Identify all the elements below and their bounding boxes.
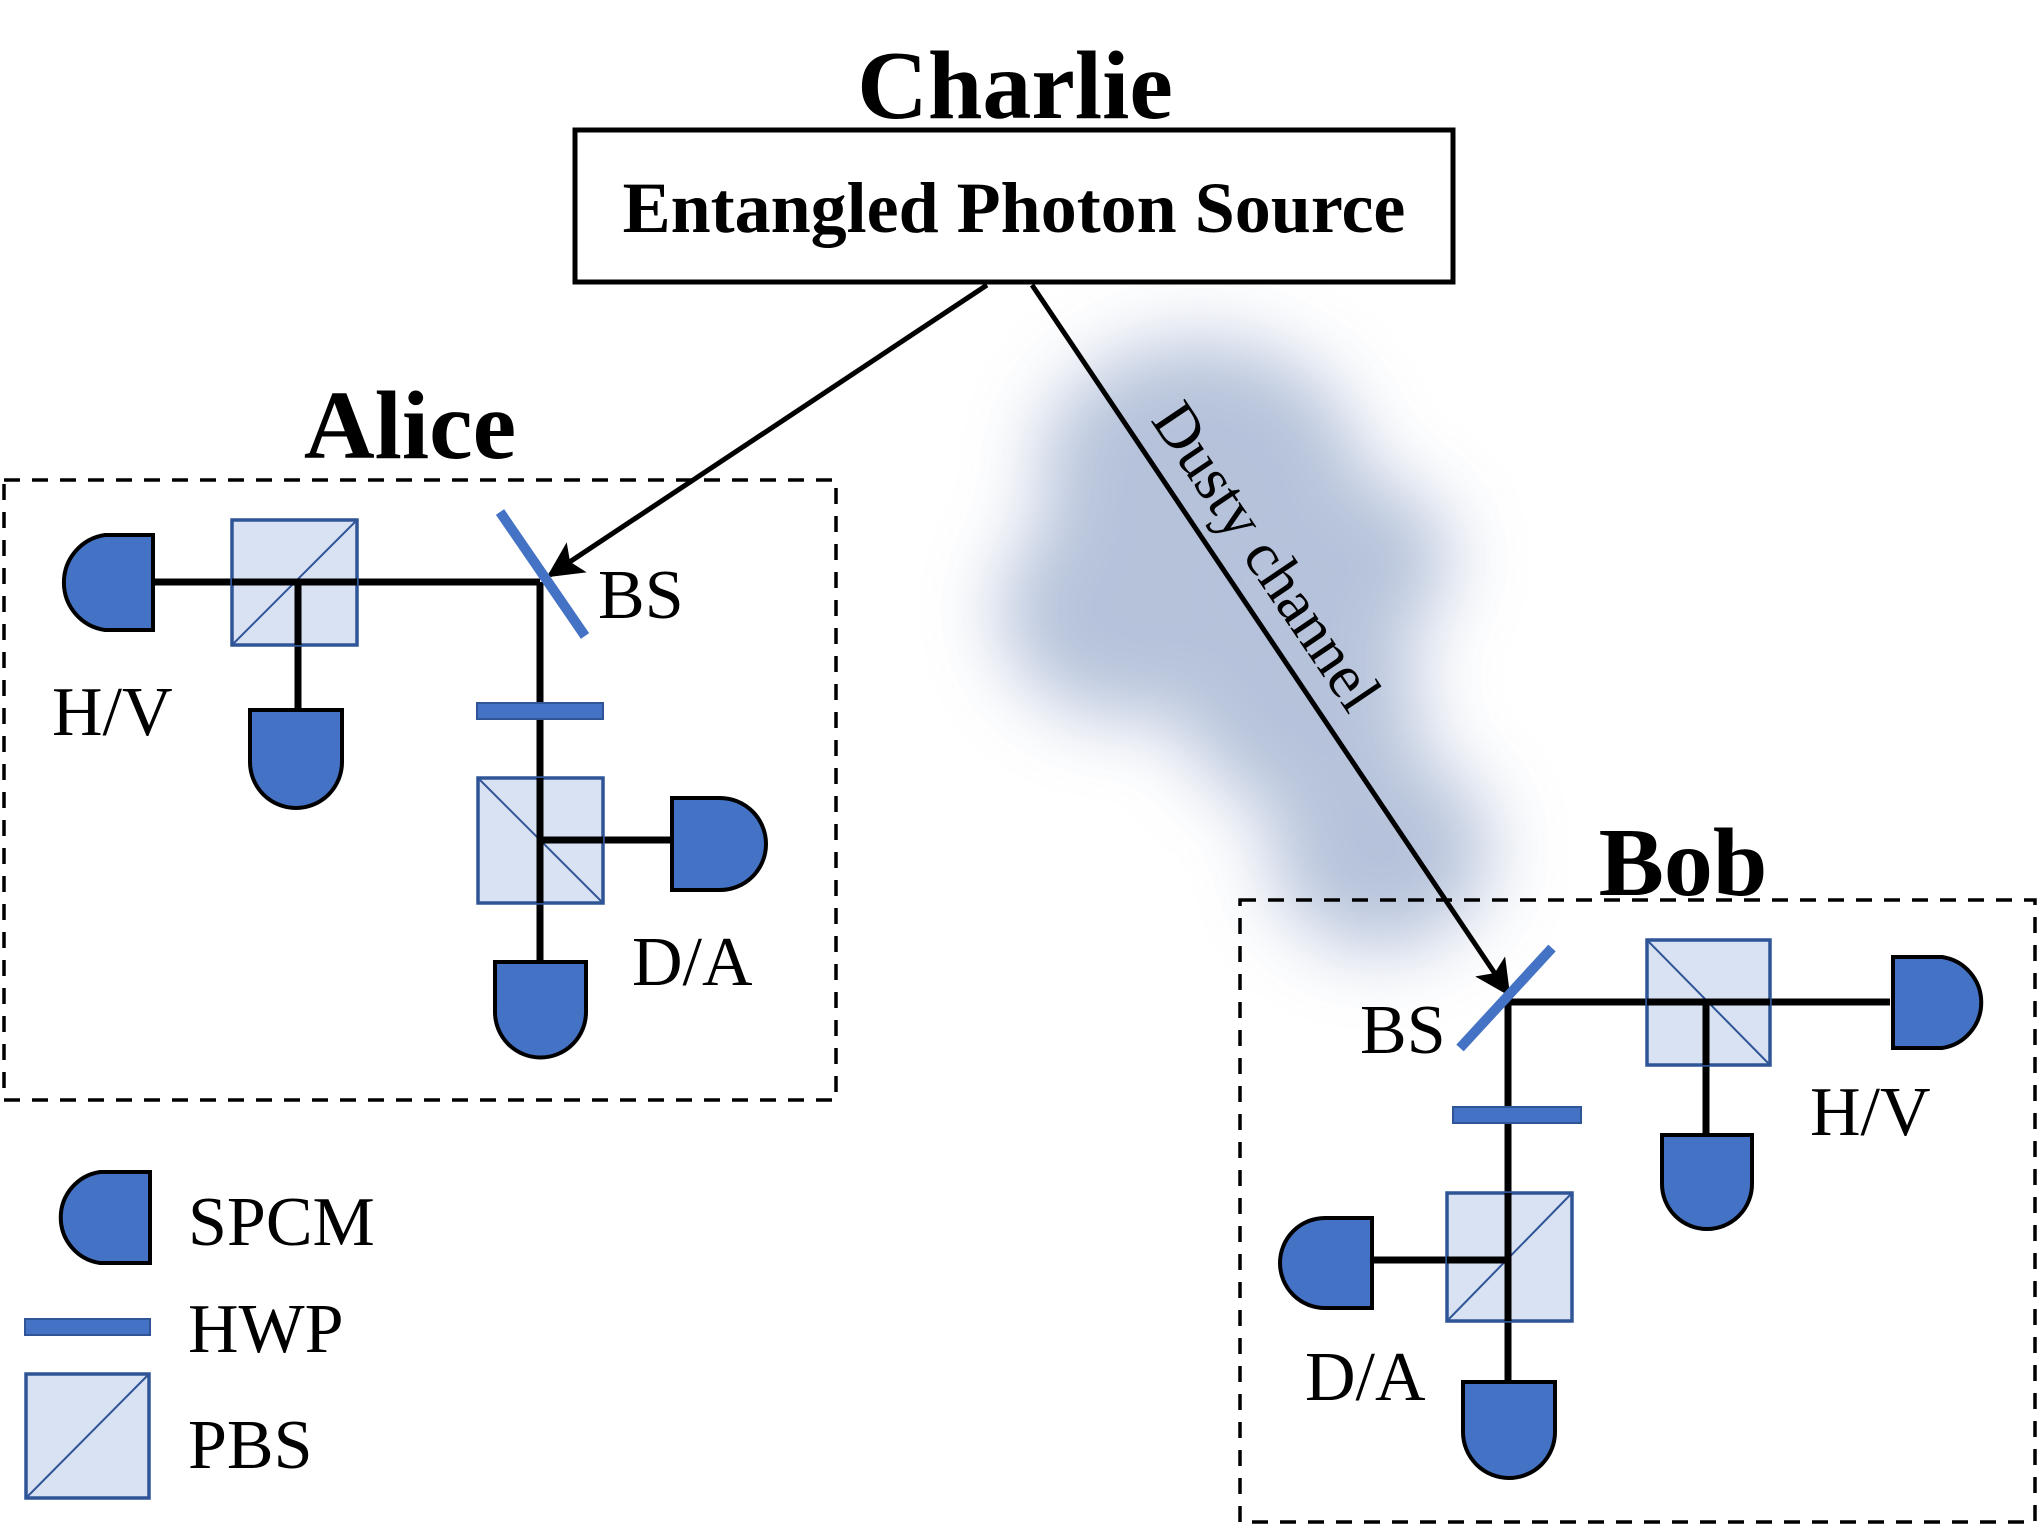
bob-detector-d [1278, 1216, 1374, 1310]
alice-bs-label: BS [598, 557, 684, 634]
legend-pbs-icon [24, 1372, 151, 1500]
alice-beam-splitter [495, 509, 590, 639]
alice-detector-a [493, 960, 588, 1060]
bob-detector-h [1891, 955, 1984, 1050]
alice-detector-d [670, 796, 768, 892]
alice-photon-path [546, 282, 989, 578]
bob-half-wave-plate [1452, 1106, 1582, 1124]
alice-detector-h [61, 533, 155, 632]
legend-hwp-icon [24, 1318, 151, 1336]
bob-beam-splitter [1456, 944, 1556, 1052]
bob-detector-a [1461, 1380, 1557, 1480]
charlie-title: Charlie [857, 32, 1173, 140]
alice-half-wave-plate [476, 702, 604, 720]
entangled-photon-source-label: Entangled Photon Source [623, 168, 1406, 248]
legend-pbs-label: PBS [188, 1407, 313, 1484]
bob-box [1238, 898, 2037, 1524]
entangled-photon-source-box [572, 127, 1456, 285]
legend-spcm-label: SPCM [188, 1184, 375, 1261]
bob-da-label: D/A [1305, 1339, 1426, 1416]
bob-hv-label: H/V [1810, 1074, 1931, 1151]
legend: SPCM HWP PBS [24, 1170, 375, 1500]
legend-spcm-icon [58, 1170, 152, 1265]
bob-bs-label: BS [1360, 992, 1446, 1069]
alice-da-label: D/A [632, 924, 753, 1001]
bob-photon-path [1029, 283, 1511, 997]
alice-detector-v [248, 708, 344, 810]
alice-hv-label: H/V [52, 674, 173, 751]
bob-detector-v [1660, 1133, 1754, 1231]
alice-title: Alice [304, 372, 516, 480]
bob-title: Bob [1599, 809, 1768, 917]
legend-hwp-label: HWP [188, 1291, 344, 1368]
